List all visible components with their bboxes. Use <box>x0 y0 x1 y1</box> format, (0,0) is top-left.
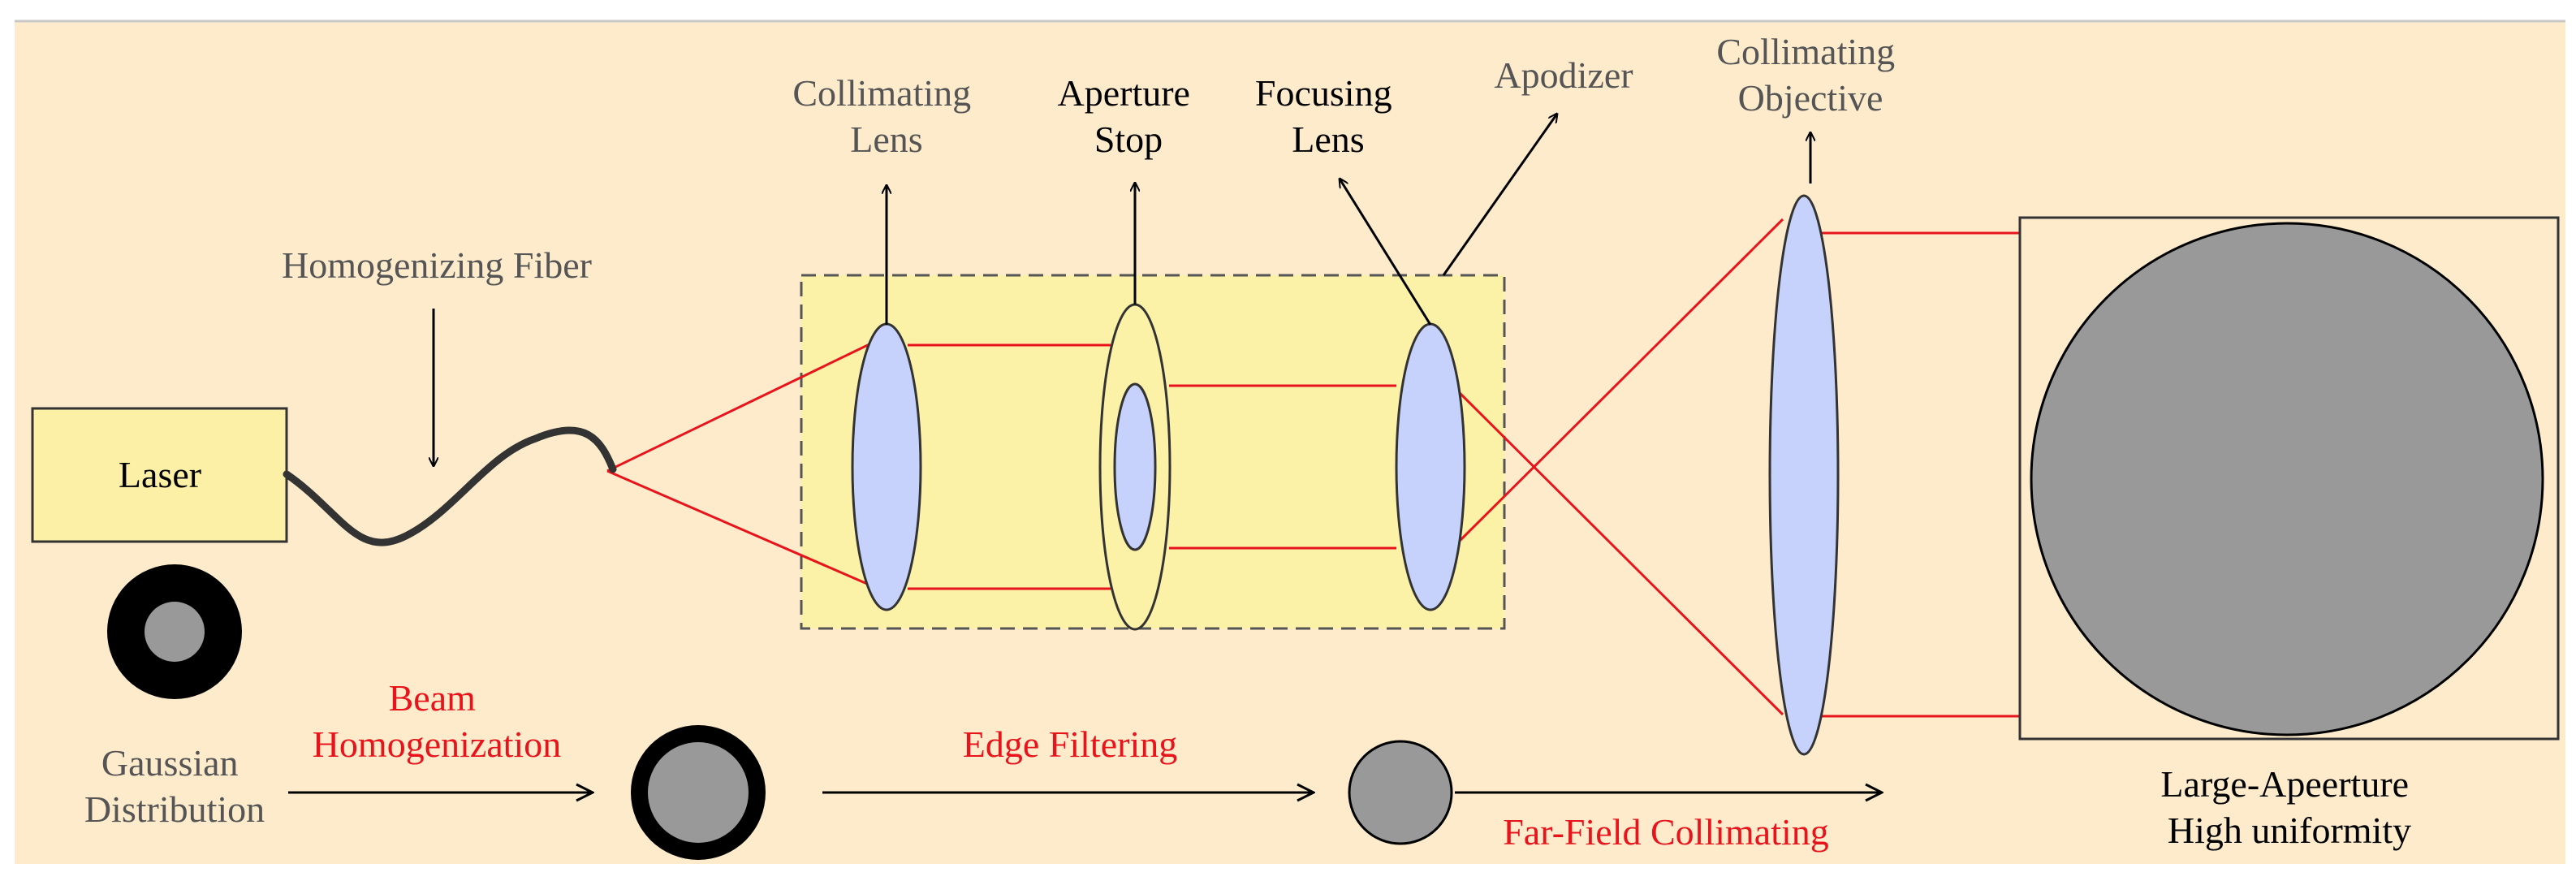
apodizer-label: Apodizer <box>1494 54 1633 96</box>
homogenizing-fiber-label: Homogenizing Fiber <box>282 244 592 286</box>
apodizer-pointer <box>1442 114 1557 276</box>
output-uniform-spot <box>2030 222 2544 736</box>
far-field-collimating-label: Far-Field Collimating <box>1503 811 1829 853</box>
focusing-lens-label: Focusing Lens <box>1255 72 1401 160</box>
laser-label: Laser <box>119 454 201 495</box>
laser-box <box>31 407 288 543</box>
edge-filtering-label: Edge Filtering <box>963 723 1177 765</box>
beam-rays <box>606 218 2020 718</box>
filtered-spot <box>1348 740 1453 845</box>
collimating-lens <box>851 322 922 611</box>
focusing-lens <box>1395 322 1466 611</box>
aperture-stop-opening <box>1113 382 1157 551</box>
gaussian-distribution-label: Gaussian Distribution <box>84 742 265 830</box>
collimating-objective-label: Collimating Objective <box>1716 31 1904 119</box>
gaussian-spot-core <box>145 602 205 662</box>
focusing-lens-pointer <box>1340 179 1432 326</box>
aperture-stop-label: Aperture Stop <box>1058 72 1200 160</box>
collimating-lens-label: Collimating Lens <box>792 72 980 160</box>
beam-homogenization-label: Beam Homogenization <box>313 677 562 765</box>
output-label: Large-Apeerture High uniformity <box>2160 763 2418 851</box>
homogenizing-fiber-cable <box>283 426 617 546</box>
collimating-objective-lens <box>1768 194 1840 756</box>
homogenized-spot-core <box>648 742 749 843</box>
